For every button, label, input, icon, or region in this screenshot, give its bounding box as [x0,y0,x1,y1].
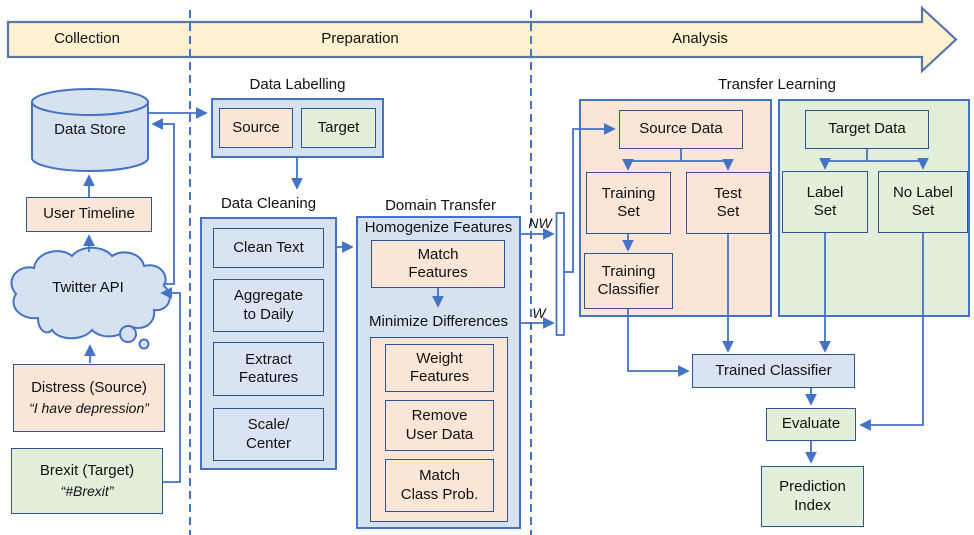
w-weight-label: W [532,304,546,321]
target-data-box: Target Data [805,110,929,149]
minimize-differences-label: Minimize Differences [369,313,508,331]
training-set-box: Training Set [586,172,671,234]
prediction-index-box: Prediction Index [761,466,864,527]
phase-label-preparation: Preparation [321,30,399,48]
distress-source-box: Distress (Source) “I have depression” [13,364,165,432]
test-set-box: Test Set [686,172,770,234]
data-store-label: Data Store [54,120,126,138]
banner-arrow [6,5,958,74]
no-label-set-box: No Label Set [878,171,968,233]
weight-features-box: Weight Features [385,344,494,392]
labelling-target-box: Target [301,108,376,148]
evaluate-box: Evaluate [766,408,856,441]
distress-quote: “I have depression” [29,399,149,416]
distress-title: Distress (Source) [31,379,147,397]
source-data-box: Source Data [619,110,743,149]
data-labelling-title: Data Labelling [249,76,346,94]
remove-user-data-box: Remove User Data [385,400,494,451]
trained-classifier-box: Trained Classifier [692,354,855,388]
brexit-title: Brexit (Target) [39,462,135,480]
twitter-api-label: Twitter API [52,278,124,296]
scale-center-box: Scale/ Center [213,408,324,461]
conn-trainingclassifier-to-trained [627,309,690,377]
label-set-box: Label Set [782,171,868,233]
twitter-api-cloud [10,246,171,350]
training-classifier-box: Training Classifier [584,253,673,309]
nw-weight-label: NW [528,214,552,231]
extract-features-box: Extract Features [213,342,324,396]
transfer-learning-title: Transfer Learning [718,76,836,94]
domain-transfer-title: Domain Transfer [385,197,496,215]
match-class-prob-box: Match Class Prob. [385,459,494,512]
conn-nolabel-to-evaluate [859,233,924,431]
weights-bus-bar [555,212,565,336]
brexit-quote: “#Brexit” [60,482,114,499]
conn-sourcedata-trunk [628,149,728,162]
phase-label-collection: Collection [54,30,120,48]
conn-targetdata-trunk [825,149,923,162]
user-timeline-box: User Timeline [26,197,152,232]
brexit-target-box: Brexit (Target) “#Brexit” [11,448,163,514]
conn-bus-to-source-data [564,123,616,273]
aggregate-daily-box: Aggregate to Daily [213,279,324,332]
cloud-tail-bubble-large [119,325,137,343]
conn-twitter-to-datastore [151,118,175,285]
cloud-tail-bubble-small [138,338,150,350]
phase-label-analysis: Analysis [672,30,728,48]
labelling-source-box: Source [219,108,293,148]
data-cleaning-title: Data Cleaning [220,195,317,213]
conn-brexit-to-twitter [160,287,181,483]
data-store-cylinder [31,88,149,172]
homogenize-features-label: Homogenize Features [364,219,513,237]
match-features-box: Match Features [371,240,505,288]
clean-text-box: Clean Text [213,228,324,268]
